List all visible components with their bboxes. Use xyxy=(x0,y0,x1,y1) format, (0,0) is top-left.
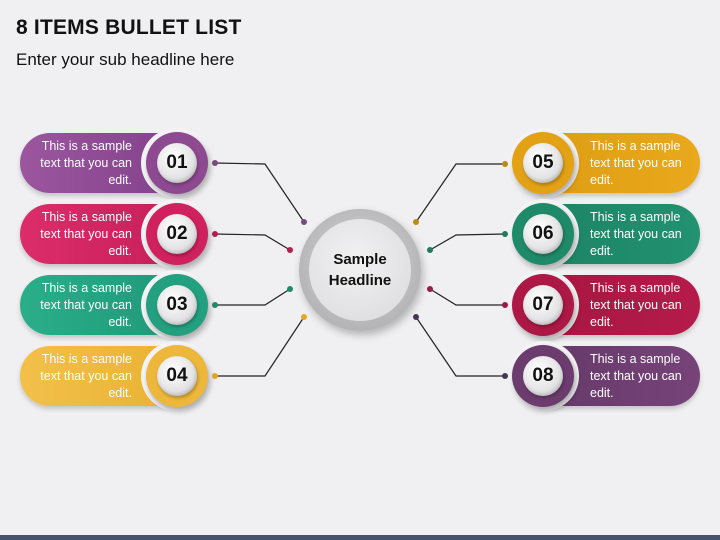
item-5-text: This is a sample text that you can edit. xyxy=(590,138,682,187)
item-6-text: This is a sample text that you can edit. xyxy=(590,209,682,258)
item-2-number: 02 xyxy=(157,214,197,254)
item-5-number: 05 xyxy=(523,143,563,183)
item-8-number: 08 xyxy=(523,356,563,396)
item-3-text: This is a sample text that you can edit. xyxy=(40,280,132,329)
item-2-badge: 02 xyxy=(146,203,208,265)
item-7-text: This is a sample text that you can edit. xyxy=(590,280,682,329)
item-3-number: 03 xyxy=(157,285,197,325)
item-1-badge: 01 xyxy=(146,132,208,194)
center-headline-line1: Sample xyxy=(333,251,387,268)
bottom-bar xyxy=(0,535,720,540)
center-circle: Sample Headline xyxy=(299,209,421,331)
item-1-text: This is a sample text that you can edit. xyxy=(40,138,132,187)
item-4-number: 04 xyxy=(157,356,197,396)
item-6-number: 06 xyxy=(523,214,563,254)
item-6-badge: 06 xyxy=(512,203,574,265)
item-8-text: This is a sample text that you can edit. xyxy=(590,351,682,400)
center-headline: Sample Headline xyxy=(309,219,411,321)
item-7-badge: 07 xyxy=(512,274,574,336)
item-3-badge: 03 xyxy=(146,274,208,336)
item-2-text: This is a sample text that you can edit. xyxy=(40,209,132,258)
item-4-badge: 04 xyxy=(146,345,208,407)
item-5-badge: 05 xyxy=(512,132,574,194)
center-headline-line2: Headline xyxy=(328,272,392,289)
item-4-text: This is a sample text that you can edit. xyxy=(40,351,132,400)
page-title: 8 ITEMS BULLET LIST xyxy=(16,16,242,39)
item-1-number: 01 xyxy=(157,143,197,183)
page-subtitle: Enter your sub headline here xyxy=(16,50,235,69)
item-8-badge: 08 xyxy=(512,345,574,407)
item-7-number: 07 xyxy=(523,285,563,325)
